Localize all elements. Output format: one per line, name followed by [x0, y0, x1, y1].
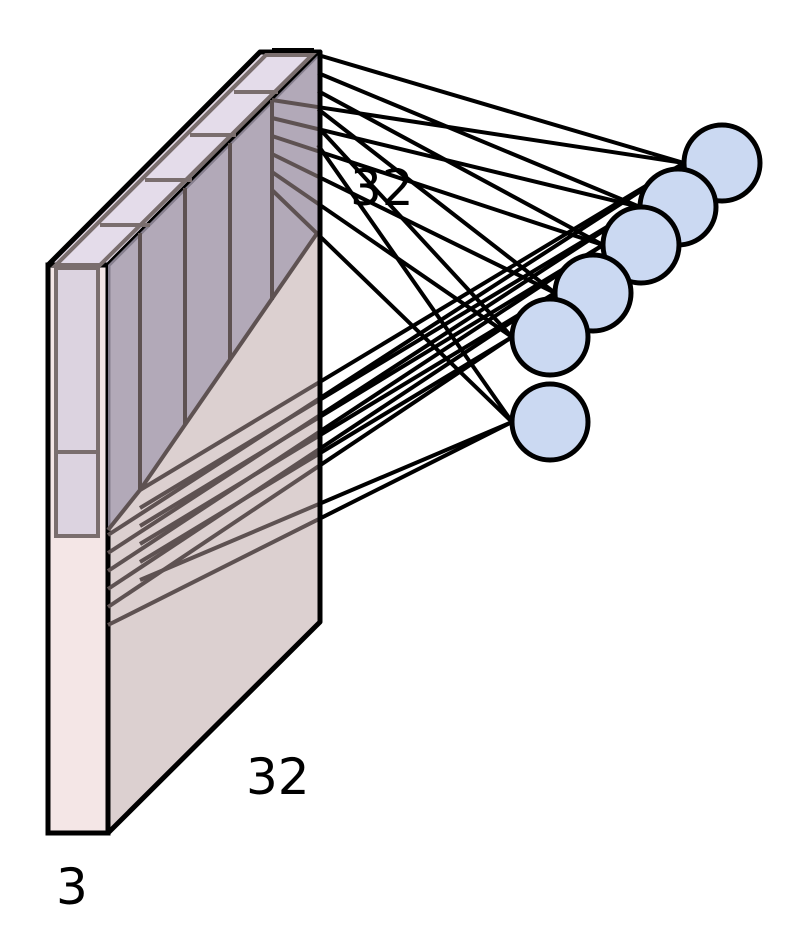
receptive-field-filter — [51, 53, 320, 538]
connection-line — [320, 335, 514, 456]
connection-line — [107, 516, 320, 627]
volume-top-cap — [272, 48, 314, 54]
connection-line — [320, 243, 605, 434]
connection-line — [320, 149, 604, 247]
connection-line — [270, 170, 320, 208]
depth-label: 3 — [56, 858, 88, 916]
connection-line — [138, 450, 320, 564]
connection-line — [320, 202, 514, 339]
connection-line — [320, 89, 604, 247]
connection-line — [320, 71, 641, 209]
filter-front-region — [54, 266, 100, 538]
connection-line — [320, 105, 685, 165]
connection-line — [320, 126, 514, 339]
connection-line — [138, 397, 320, 510]
connection-line — [320, 161, 686, 401]
connection-line — [320, 205, 642, 402]
neuron — [509, 296, 591, 378]
connection-line — [138, 414, 320, 528]
connection-line — [138, 379, 320, 492]
connection-line — [138, 432, 320, 546]
connection-line — [270, 188, 320, 240]
connection-line — [320, 291, 557, 452]
filter-top-region — [51, 53, 317, 267]
connection-line — [320, 243, 605, 420]
connection-line — [320, 127, 641, 209]
filter-side-region — [108, 55, 318, 530]
connection-line — [106, 446, 320, 591]
connection-line — [320, 53, 685, 165]
connection-line — [320, 175, 556, 295]
connection-line — [320, 420, 513, 506]
connection-line — [106, 395, 320, 537]
neuron — [509, 381, 591, 463]
connection-line — [320, 291, 557, 438]
connection-line — [320, 420, 513, 521]
height-label: 32 — [246, 748, 310, 806]
connection-line — [320, 144, 514, 424]
connection-line — [320, 335, 514, 468]
connection-line — [106, 412, 320, 555]
connection-line — [320, 233, 514, 424]
connection-line — [139, 501, 320, 582]
connection-line — [106, 462, 320, 609]
neuron — [600, 204, 682, 286]
connection-line — [320, 205, 642, 418]
connection-line — [106, 428, 320, 573]
connection-line — [320, 108, 557, 295]
width-label: 32 — [350, 159, 414, 217]
